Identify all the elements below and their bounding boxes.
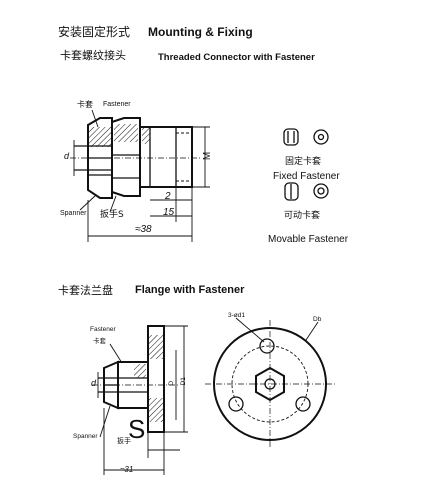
flange-wrench-s: S (128, 414, 146, 444)
title-cn: 安装固定形式 (58, 25, 131, 39)
movable-fastener-cn: 可动卡套 (284, 211, 321, 221)
spanner-label: Spanner (60, 210, 87, 217)
flange-dim-d: d (91, 378, 97, 388)
subtitle-en: Threaded Connector with Fastener (158, 52, 315, 63)
dim-15: 15 (163, 207, 175, 218)
dim-d: d (64, 151, 70, 161)
section2-title-en: Flange with Fastener (135, 284, 245, 296)
subtitle-cn: 卡套螺纹接头 (60, 49, 126, 62)
flange-fastener-label-cn: 卡套 (93, 337, 106, 345)
movable-fastener-en: Movable Fastener (268, 234, 349, 245)
threaded-connector-drawing (70, 109, 210, 242)
dim-2: 2 (165, 191, 171, 202)
flange-fastener-label-en: Fastener (90, 326, 116, 333)
section2-title-cn: 卡套法兰盘 (58, 284, 113, 297)
fastener-label-cn: 卡套 (77, 100, 93, 109)
flange-wrench-label: 扳手 (117, 437, 131, 445)
movable-fastener-icon (284, 182, 329, 201)
fixed-fastener-en: Fixed Fastener (273, 171, 340, 182)
fastener-label-en: Fastener (103, 101, 131, 108)
flange-dim-31: ≈31 (120, 465, 134, 474)
flange-front-drawing (205, 317, 335, 448)
flange-spanner-label: Spanner (73, 433, 98, 440)
flange-side-drawing (92, 325, 188, 475)
fixed-fastener-cn: 固定卡套 (285, 157, 322, 167)
dim-38: ≈38 (135, 224, 152, 235)
fixed-fastener-icon (283, 128, 329, 146)
flange-db-label: Db (313, 316, 322, 323)
wrench-label: 扳手S (100, 210, 124, 220)
flange-holes-label: 3-ød1 (228, 312, 245, 319)
title-en: Mounting & Fixing (148, 25, 253, 39)
